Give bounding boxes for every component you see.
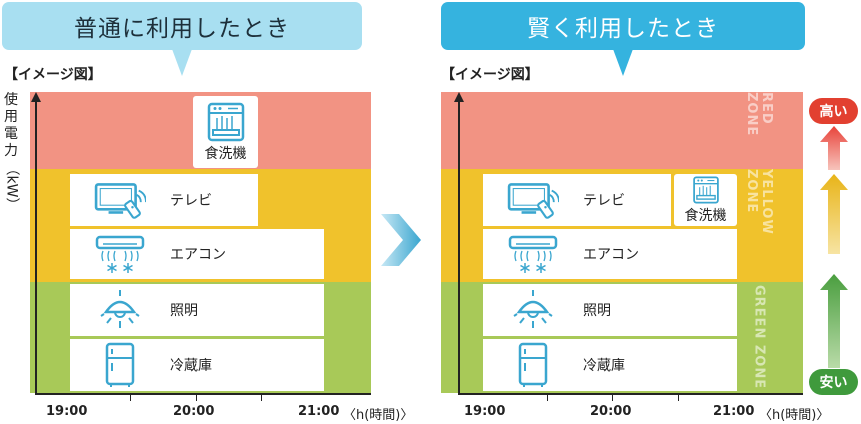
- fridge-label: 冷蔵庫: [170, 358, 212, 374]
- x-tick-label: 21:00: [298, 404, 340, 419]
- dishwasher-label: 食洗機: [204, 145, 247, 162]
- fridge-card-left: 冷蔵庫: [70, 339, 324, 391]
- bubble-smart-text: 賢く利用したとき: [527, 16, 719, 42]
- red-band-right: [441, 92, 803, 169]
- y-axis-label-char: 力: [4, 143, 18, 159]
- y-axis-arrow-right: [454, 92, 464, 102]
- tv-label: テレビ: [583, 193, 625, 209]
- tick-right: [678, 395, 679, 401]
- bubble-normal-text: 普通に利用したとき: [74, 16, 290, 42]
- aircon-card-right: エアコン: [483, 229, 737, 279]
- red-zone-label: RED ZONE: [744, 92, 774, 137]
- x-tick-label: 20:00: [173, 404, 215, 419]
- green-zone-label: GREEN ZONE: [751, 285, 767, 390]
- fridge-card-right: 冷蔵庫: [483, 339, 737, 391]
- aircon-label: エアコン: [583, 247, 639, 263]
- price-high-badge: 高い: [809, 98, 858, 124]
- light-card-right: 照明: [483, 284, 737, 336]
- light-label: 照明: [170, 303, 198, 319]
- light-card-left: 照明: [70, 284, 324, 336]
- y-axis-label-unit: （kW）: [3, 161, 20, 212]
- tv-icon: [94, 180, 146, 220]
- bubble-normal: 普通に利用したとき: [2, 2, 362, 76]
- y-axis-label-char: 電: [4, 126, 18, 142]
- air-conditioner-icon: [508, 234, 558, 274]
- x-axis-unit-left: 〈h(時間)〉: [343, 408, 414, 423]
- y-axis-right: [458, 100, 460, 395]
- yellow-zone-label: YELLOW ZONE: [744, 169, 774, 235]
- tv-card-left: テレビ: [70, 174, 258, 226]
- x-axis-right: [458, 393, 803, 395]
- x-tick-label: 21:00: [713, 404, 755, 419]
- light-icon: [100, 290, 140, 330]
- x-axis-left: [35, 393, 371, 395]
- tv-label: テレビ: [170, 193, 212, 209]
- tick-left: [261, 395, 262, 401]
- tv-card-right: テレビ: [483, 174, 671, 226]
- dishwasher-icon: [206, 102, 246, 142]
- air-conditioner-icon: [95, 234, 145, 274]
- refrigerator-icon: [517, 342, 549, 388]
- dishwasher-card-right: 食洗機: [674, 174, 737, 226]
- tick-left: [130, 395, 131, 401]
- refrigerator-icon: [104, 342, 136, 388]
- fridge-label: 冷蔵庫: [583, 358, 625, 374]
- y-axis-arrow-left: [31, 92, 41, 102]
- tick-right: [612, 395, 613, 401]
- dishwasher-icon: [691, 176, 721, 204]
- transition-arrow-icon: [381, 214, 421, 266]
- tick-right: [547, 395, 548, 401]
- y-axis-label-char: 用: [4, 109, 18, 125]
- aircon-label: エアコン: [170, 247, 226, 263]
- bubble-smart: 賢く利用したとき: [441, 2, 805, 76]
- x-tick-label: 19:00: [46, 404, 88, 419]
- image-label-right: 【イメージ図】: [441, 67, 539, 83]
- y-axis-label-char: 使: [4, 92, 18, 108]
- tv-icon: [507, 180, 559, 220]
- x-tick-label: 19:00: [464, 404, 506, 419]
- price-scale-arrows-icon: [820, 126, 848, 368]
- dishwasher-card-left: 食洗機: [193, 96, 258, 168]
- light-label: 照明: [583, 303, 611, 319]
- y-axis-label: 使 用 電 力 （kW）: [0, 92, 22, 211]
- image-label-left: 【イメージ図】: [4, 67, 102, 83]
- light-icon: [513, 290, 553, 330]
- aircon-card-left: エアコン: [70, 229, 324, 279]
- price-low-badge: 安い: [809, 369, 858, 395]
- y-axis-left: [35, 100, 37, 395]
- x-axis-unit-right: 〈h(時間)〉: [759, 408, 830, 423]
- x-tick-label: 20:00: [590, 404, 632, 419]
- tick-left: [196, 395, 197, 401]
- dishwasher-label: 食洗機: [684, 207, 727, 224]
